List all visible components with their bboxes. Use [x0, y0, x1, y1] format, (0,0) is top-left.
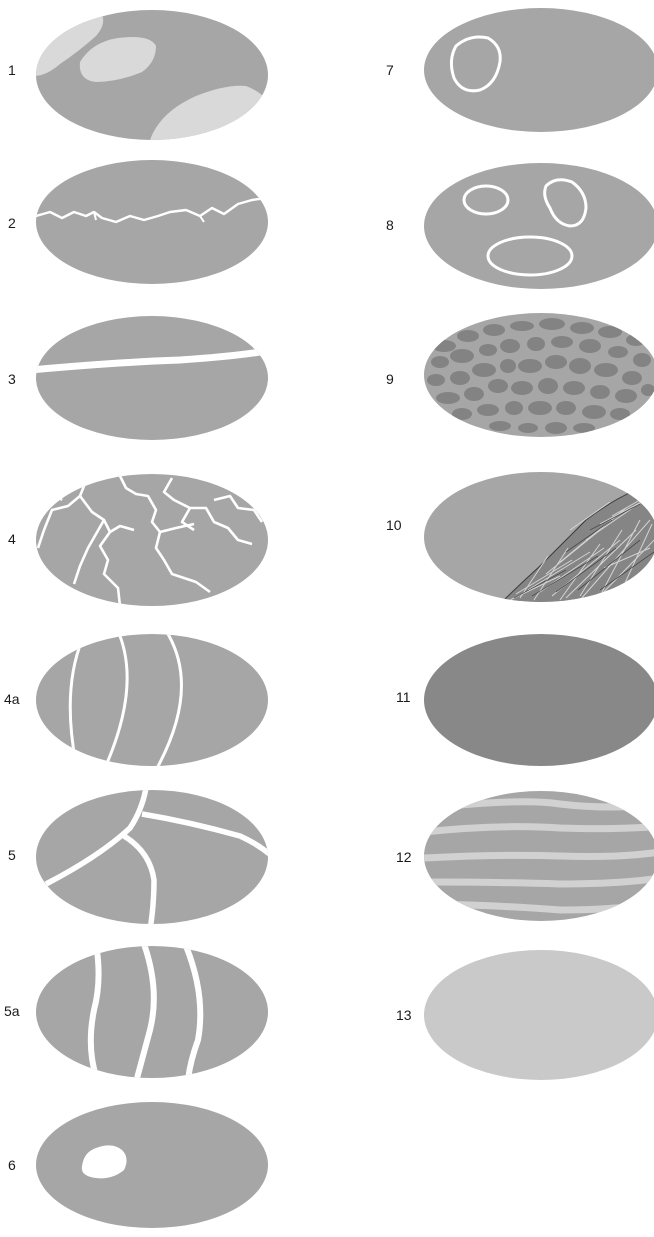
pebble-2: [36, 160, 268, 284]
label-1: 1: [8, 62, 16, 78]
label-9: 9: [386, 371, 394, 387]
label-10: 10: [386, 517, 402, 533]
label-13: 13: [396, 1007, 412, 1023]
label-4: 4: [8, 531, 16, 547]
label-6: 6: [8, 1157, 16, 1173]
pebble-3: [30, 316, 272, 440]
label-12: 12: [396, 849, 412, 865]
pebble-5a: [36, 944, 268, 1082]
label-3: 3: [8, 371, 16, 387]
label-2: 2: [8, 215, 16, 231]
pebble-5: [36, 788, 276, 930]
pebble-13: [424, 950, 654, 1080]
pebble-1: [30, 10, 270, 140]
label-5: 5: [8, 847, 16, 863]
label-4a: 4a: [4, 691, 20, 707]
pebble-12: [424, 791, 654, 921]
label-5a: 5a: [4, 1003, 20, 1019]
pebble-4: [36, 474, 268, 606]
label-8: 8: [386, 217, 394, 233]
pebble-6: [36, 1102, 268, 1228]
pebble-8: [424, 163, 654, 289]
pebble-4a: [36, 634, 268, 770]
pebble-11: [424, 634, 654, 766]
pebble-10: [424, 472, 654, 610]
pebble-7: [424, 8, 654, 132]
label-11: 11: [396, 689, 411, 705]
pebble-9: [424, 313, 654, 437]
label-7: 7: [386, 62, 394, 78]
